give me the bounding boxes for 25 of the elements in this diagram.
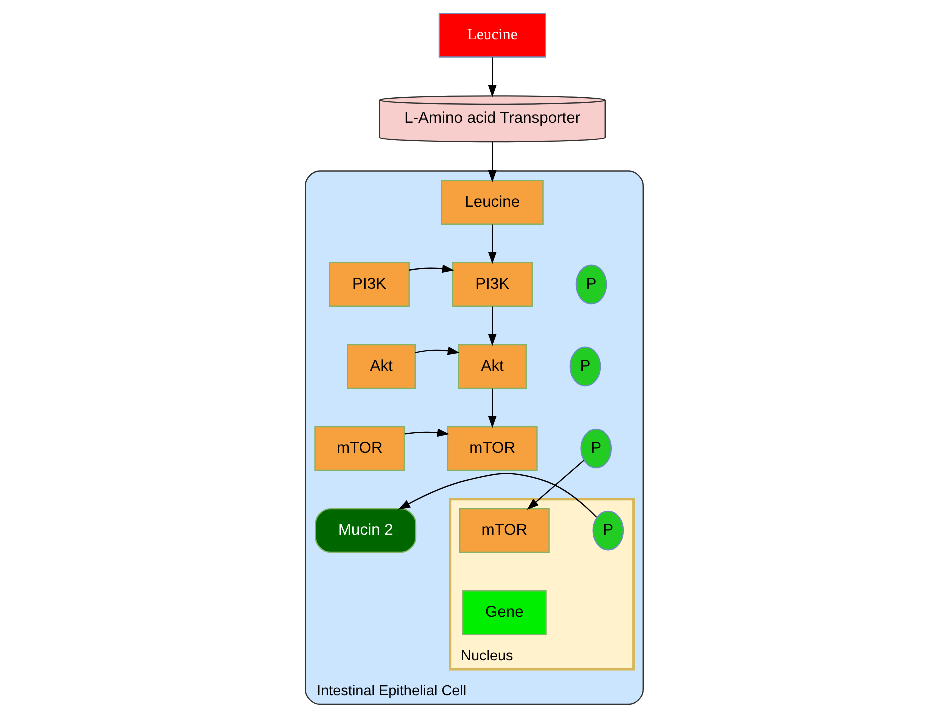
arrow	[408, 264, 454, 273]
arrow	[404, 428, 450, 437]
node-box: Mucin 2	[314, 508, 416, 553]
node-box: mTOR	[314, 426, 405, 471]
node-box: Akt	[346, 344, 416, 389]
node-ellipse: P	[592, 510, 624, 550]
node-box: mTOR	[458, 508, 550, 553]
arrow	[526, 460, 584, 510]
node-ellipse: P	[569, 346, 601, 386]
arrow	[488, 306, 496, 346]
node-box: PI3K	[452, 262, 533, 306]
node-box: PI3K	[328, 262, 410, 306]
node-box: mTOR	[446, 426, 538, 471]
arrow	[488, 57, 496, 97]
arrow	[488, 224, 496, 264]
arrow	[488, 388, 496, 428]
node-box: Gene	[462, 590, 546, 635]
arrow	[398, 472, 597, 518]
arrow	[488, 142, 496, 182]
node-ellipse: P	[580, 428, 612, 468]
node-box: Leucine	[440, 180, 544, 224]
arrow	[414, 346, 460, 355]
node-box: Akt	[458, 344, 526, 389]
node-ellipse: P	[575, 264, 607, 304]
node-box: Leucine	[438, 12, 546, 58]
